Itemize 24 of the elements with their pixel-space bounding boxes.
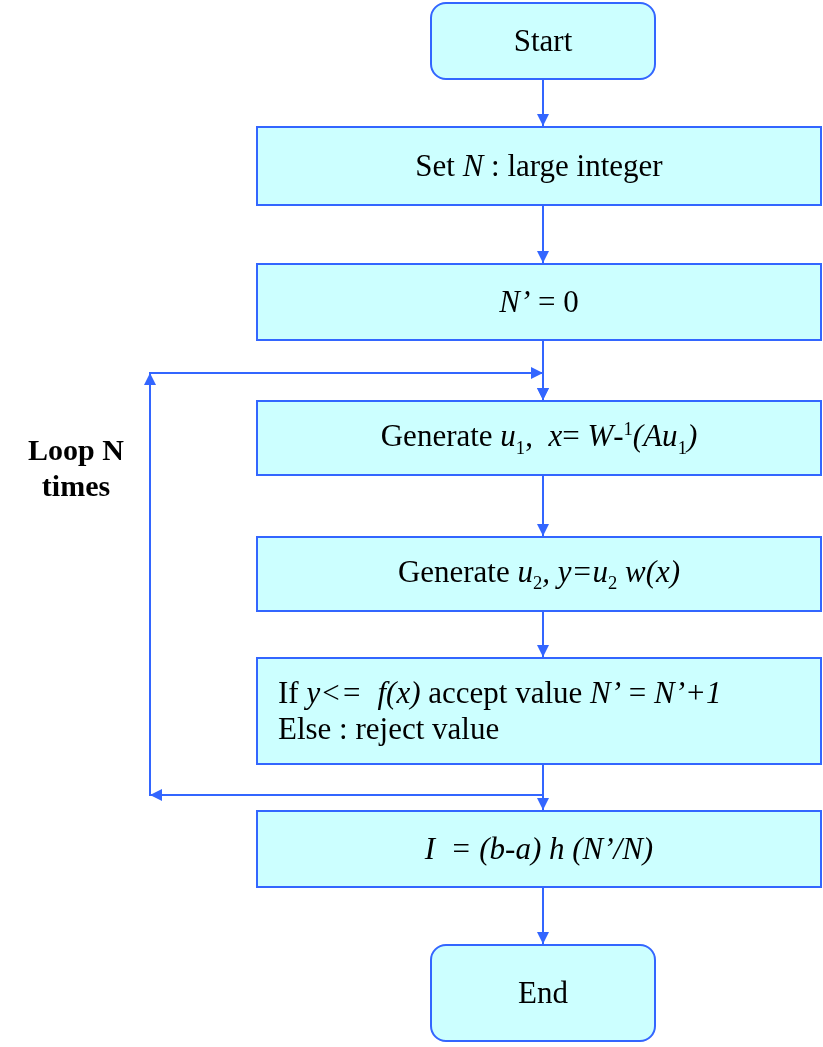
loop-arrow [144,367,549,801]
process-box [256,263,822,341]
box-text: N’ = 0 [499,284,579,320]
arrow [537,205,549,264]
terminal-box [430,944,656,1042]
process-box [256,536,822,612]
box-text: Else : reject value [278,711,500,747]
arrow [537,475,549,537]
arrow [537,79,549,127]
process-box [256,400,822,476]
process-box [256,657,822,765]
box-text: End [518,975,568,1011]
box-text: If y<= f(x) accept value N’ = N’+1 [278,675,722,711]
box-text: Generate u$_{1}$, x= W-$^{1}$(Au$_{1}$) [380,418,698,458]
arrow [537,611,549,658]
arrow [537,887,549,945]
box-text: Start [513,23,573,59]
box-text: I = (b-a) h (N’/N) [424,831,654,867]
terminal-box [430,2,656,80]
loop-label: Loop N times [27,432,125,504]
box-text: Set N : large integer [415,148,663,184]
box-text: Generate u$_{2}$, y=u$_{2}$ w(x) [397,554,681,594]
process-box [256,126,822,206]
process-box [256,810,822,888]
